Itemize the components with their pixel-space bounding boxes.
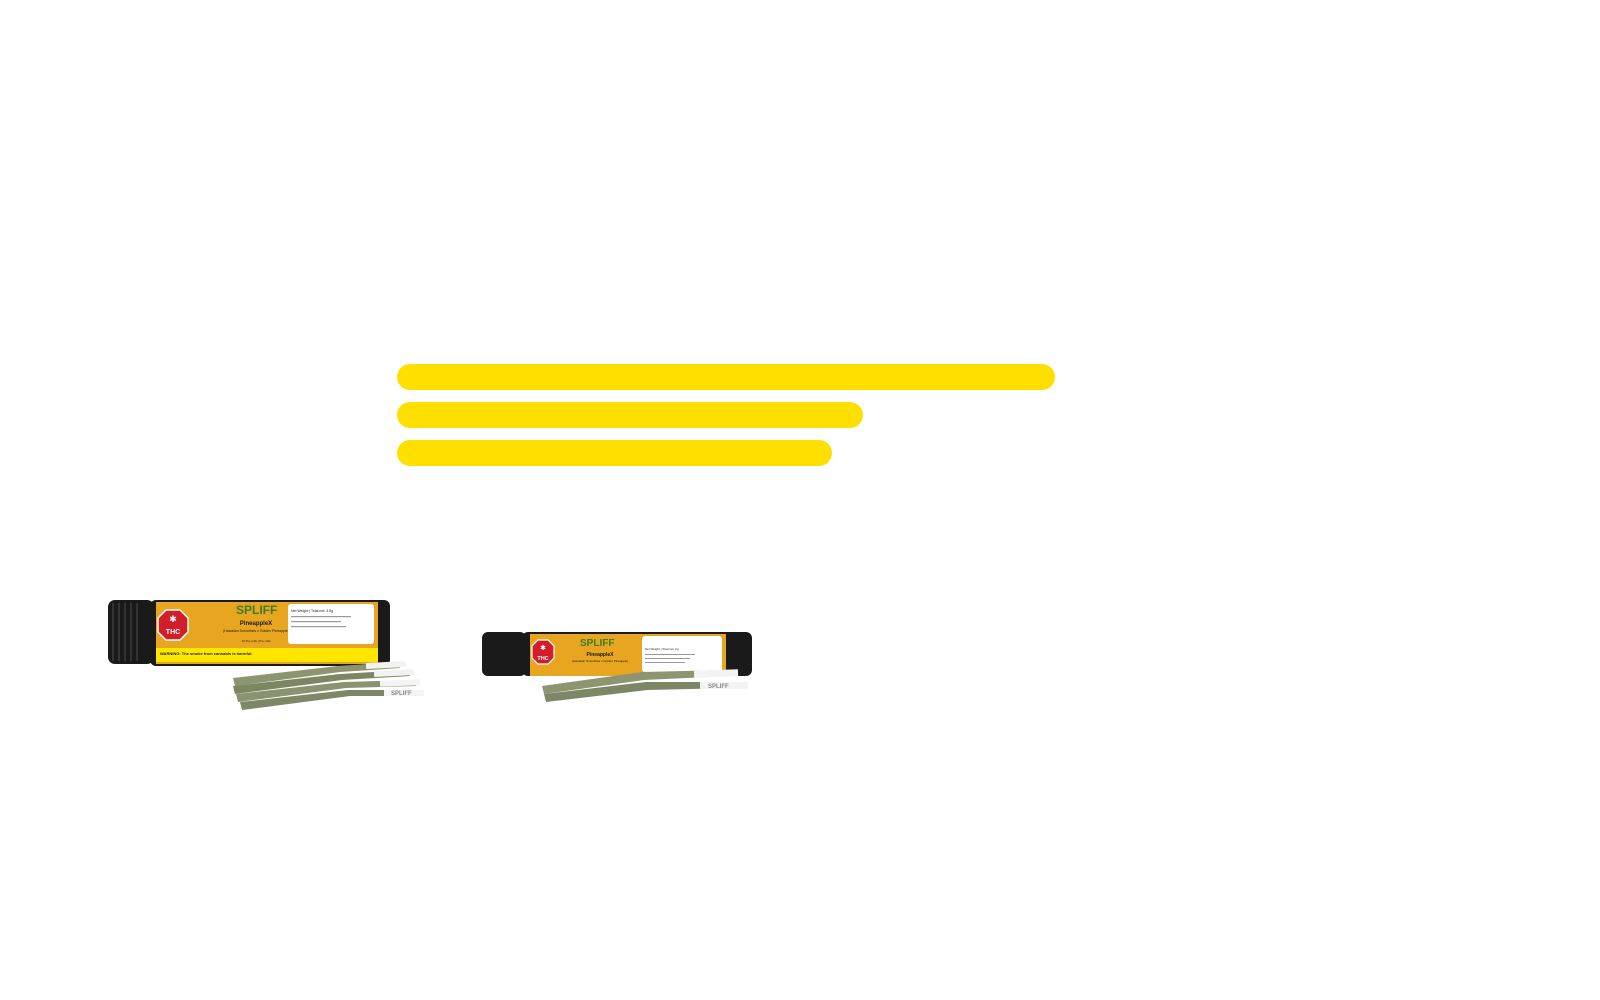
skeleton-bar-title-line-2 [397,402,863,428]
pack-text: 10 Pre-rolls | Pre-rolls [242,639,271,643]
thc-badge-icon [157,609,189,641]
product-lineage: (Hawaiian Smoothies x Golden Pineapple) [223,629,289,633]
skeleton-bar-title-line-3 [397,440,832,466]
weight-text: Net Weight | Total net: 3.5g [291,609,333,613]
brand-logo: SPLIFF [580,638,614,649]
skeleton-bar-title-line-1 [397,364,1055,390]
thc-badge-icon [531,639,555,665]
brand-logo: SPLIFF [236,603,277,617]
pre-roll-brand: SPLIFF [391,691,412,697]
cannabis-leaf-icon: ✱ [540,644,546,652]
product-image-pack-small[interactable]: ✱ THC SPLIFF PineappleX (Hawaiian Smooth… [482,628,774,728]
product-lineage: (Hawaiian Smoothies x Golden Pineapple) [572,659,628,663]
pre-rolls: SPLIFF [233,660,424,710]
product-tube-illustration: ✱ THC SPLIFF PineappleX (Hawaiian Smooth… [482,632,752,702]
tube-cap [482,632,526,676]
cannabis-leaf-icon: ✱ [169,614,177,624]
product-image-pack-large[interactable]: ✱ THC SPLIFF PineappleX (Hawaiian Smooth… [108,600,438,725]
product-name: PineappleX [240,621,272,627]
warning-strip [156,648,378,662]
warning-text: WARNING: The smoke from cannabis is harm… [160,651,252,656]
pre-rolls: SPLIFF [542,669,748,702]
product-tube-illustration: ✱ THC SPLIFF PineappleX (Hawaiian Smooth… [108,600,424,710]
info-panel [288,604,374,644]
thc-badge-text: THC [537,656,548,662]
product-name: PineappleX [587,652,615,658]
thc-badge-text: THC [166,629,180,636]
pre-roll-brand: SPLIFF [708,684,729,690]
weight-text: Net Weight | Total net: 2g [645,647,679,651]
